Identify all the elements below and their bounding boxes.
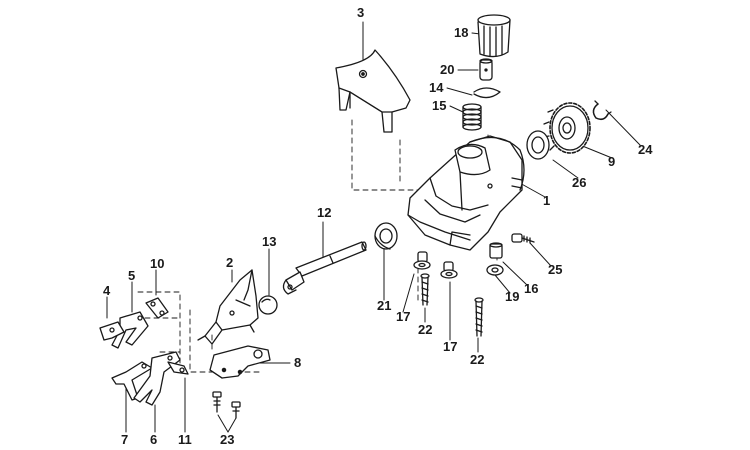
- callout-16: 16: [524, 281, 539, 296]
- part-4-fork: [99, 321, 125, 341]
- callout-10: 10: [150, 256, 165, 271]
- part-22-screw-right: [474, 297, 484, 337]
- callout-14: 14: [429, 80, 444, 95]
- callout-19: 19: [505, 289, 520, 304]
- callout-12: 12: [317, 205, 332, 220]
- callout-7: 7: [121, 432, 129, 447]
- callout-2: 2: [226, 255, 234, 270]
- part-8-bracket-plate: [209, 345, 271, 379]
- part-5-fork: [111, 311, 149, 349]
- callout-22-right: 22: [470, 352, 485, 367]
- part-17-grommet-right: [440, 261, 458, 279]
- callout-22-left: 22: [418, 322, 433, 337]
- callout-11: 11: [178, 432, 192, 447]
- part-22-screw-left: [420, 273, 430, 306]
- callout-8: 8: [294, 355, 302, 370]
- callout-9: 9: [608, 154, 616, 169]
- assembly-dashed-lines: [137, 119, 498, 373]
- part-16-fitting: [489, 242, 503, 259]
- callout-6: 6: [150, 432, 158, 447]
- part-10-small-plate: [145, 297, 169, 319]
- part-14-clip-ring: [473, 87, 501, 99]
- callout-26: 26: [572, 175, 587, 190]
- part-18-knob: [477, 14, 511, 58]
- callout-21: 21: [377, 298, 392, 313]
- part-21-bearing: [374, 222, 398, 250]
- part-7-y-lever: [111, 361, 153, 401]
- callout-5: 5: [128, 268, 136, 283]
- callout-15: 15: [432, 98, 447, 113]
- callout-17-left: 17: [396, 309, 411, 324]
- part-23-screws: [212, 391, 241, 419]
- part-6-y-lever: [133, 351, 181, 406]
- leader-lines: [106, 21, 641, 433]
- callout-13: 13: [262, 234, 277, 249]
- callout-18: 18: [454, 25, 469, 40]
- part-26-bearing: [526, 130, 550, 160]
- part-19-washer: [486, 264, 504, 276]
- callout-1: 1: [543, 193, 551, 208]
- part-12-shaft: [282, 241, 367, 295]
- part-2-lever: [197, 269, 259, 345]
- part-15-spring: [462, 103, 482, 131]
- callout-17-right: 17: [443, 339, 458, 354]
- part-11-link: [167, 361, 189, 375]
- callout-23: 23: [220, 432, 235, 447]
- part-13-ball: [258, 295, 278, 315]
- part-25-screw: [511, 233, 535, 244]
- callout-24: 24: [638, 142, 653, 157]
- callout-20: 20: [440, 62, 455, 77]
- part-17-grommet-left: [413, 251, 431, 270]
- callout-4: 4: [103, 283, 111, 298]
- part-1-housing: [407, 135, 525, 251]
- part-24-snap-ring: [592, 100, 612, 121]
- part-9-gear: [543, 102, 591, 154]
- part-20-pin: [479, 58, 493, 81]
- callout-3: 3: [357, 5, 365, 20]
- callout-25: 25: [548, 262, 563, 277]
- part-3-cover: [335, 49, 411, 133]
